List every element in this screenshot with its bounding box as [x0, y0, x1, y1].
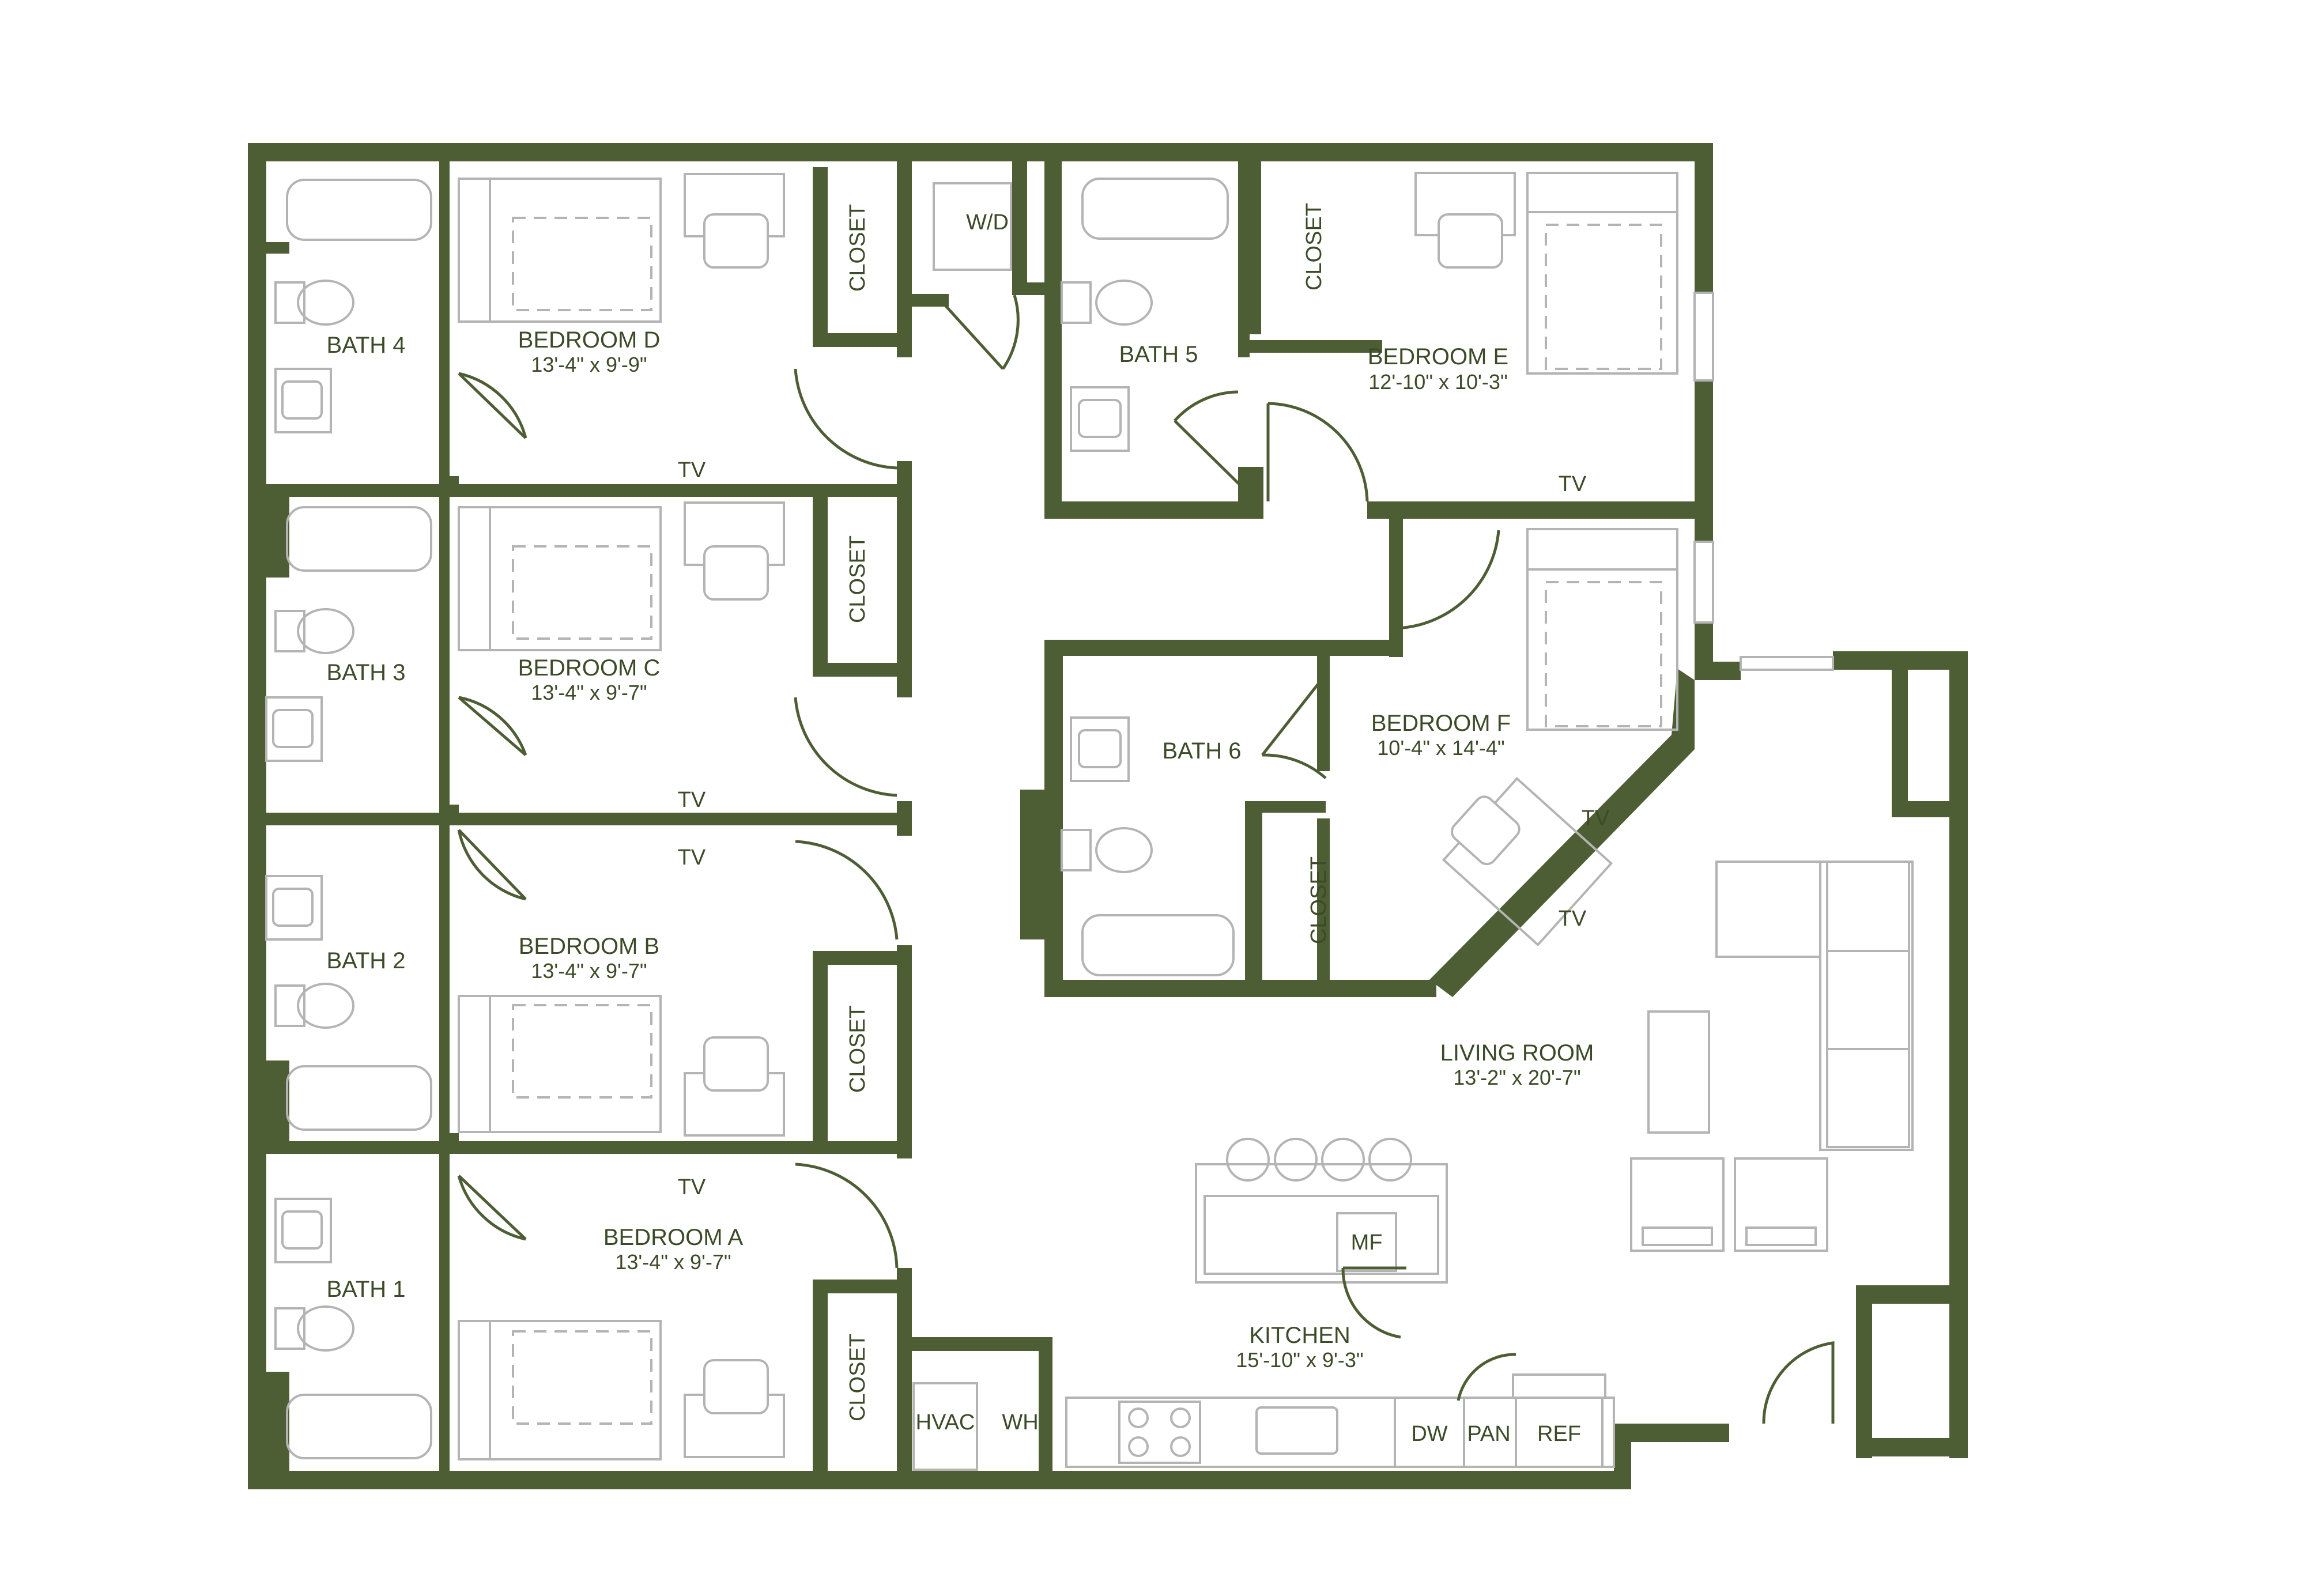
microwave-label: MF [1351, 1231, 1383, 1255]
refrigerator-label: REF [1537, 1422, 1581, 1446]
closet-bedroom-f: CLOSET [1307, 856, 1331, 944]
bath-5-label: BATH 5 [1119, 342, 1198, 367]
kitchen-dim: 15'-10" x 9'-3" [1236, 1348, 1363, 1372]
living-room-dim: 13'-2" x 20'-7" [1453, 1066, 1580, 1089]
bedroom-a-name: BEDROOM A [603, 1225, 744, 1250]
bedroom-f-name: BEDROOM F [1371, 711, 1511, 736]
tv-bedroom-d: TV [678, 458, 706, 482]
walls [248, 143, 1968, 1489]
tv-living-room: TV [1559, 907, 1587, 931]
washer-dryer-label: W/D [966, 210, 1009, 235]
living-room-name: LIVING ROOM [1440, 1040, 1594, 1066]
toilet-bath-3 [274, 608, 354, 654]
labels: BATH 4 BATH 3 BATH 2 BATH 1 BATH 5 BATH … [326, 203, 1609, 1446]
kitchen-name: KITCHEN [1249, 1323, 1350, 1348]
bedroom-b-name: BEDROOM B [519, 934, 659, 959]
tv-bedroom-e: TV [1559, 472, 1587, 496]
closet-bedroom-e: CLOSET [1302, 203, 1326, 290]
windows [1693, 292, 1834, 671]
closet-bedroom-a: CLOSET [846, 1334, 870, 1421]
bath-3-label: BATH 3 [326, 660, 405, 685]
bedroom-f-dim: 10'-4" x 14'-4" [1377, 736, 1504, 760]
dishwasher-label: DW [1411, 1422, 1447, 1446]
closet-bedroom-b: CLOSET [846, 1005, 870, 1093]
bedroom-b-dim: 13'-4" x 9'-7" [531, 959, 647, 983]
toilet-bath-4 [274, 280, 354, 326]
tv-bedroom-c: TV [678, 788, 706, 812]
doors [457, 295, 1835, 1424]
pantry-label: PAN [1467, 1422, 1510, 1446]
closet-bedroom-d: CLOSET [846, 204, 870, 292]
bath-4-label: BATH 4 [326, 333, 405, 358]
toilet-bath-2 [274, 983, 354, 1029]
bedroom-c-dim: 13'-4" x 9'-7" [531, 681, 647, 704]
bath-1-label: BATH 1 [326, 1277, 405, 1302]
tv-bedroom-b: TV [678, 846, 706, 870]
hvac-label: HVAC [916, 1410, 975, 1435]
bedroom-e-name: BEDROOM E [1368, 344, 1508, 369]
bedroom-e-dim: 12'-10" x 10'-3" [1368, 370, 1507, 394]
tv-bedroom-f: TV [1582, 806, 1610, 831]
bath-2-label: BATH 2 [326, 948, 405, 973]
bedroom-c-name: BEDROOM C [518, 655, 661, 681]
fixtures [265, 172, 1914, 1471]
bedroom-d-name: BEDROOM D [518, 327, 661, 353]
water-heater-label: WH [1002, 1410, 1038, 1435]
bedroom-a-dim: 13'-4" x 9'-7" [615, 1250, 731, 1274]
bedroom-d-dim: 13'-4" x 9'-9" [531, 353, 647, 376]
toilet-bath-1 [274, 1305, 354, 1352]
tv-bedroom-a: TV [678, 1175, 706, 1199]
bath-6-label: BATH 6 [1162, 738, 1241, 764]
closet-bedroom-c: CLOSET [846, 535, 870, 623]
